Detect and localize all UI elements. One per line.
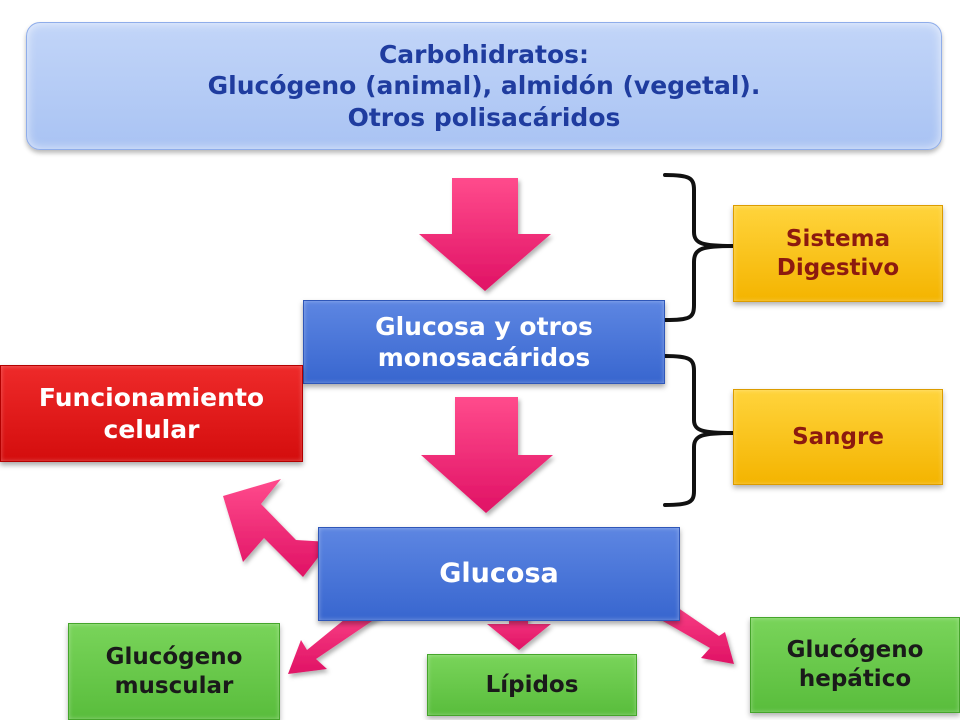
glucogeno-hepatico-box: Glucógeno hepático xyxy=(750,617,960,713)
funcionamiento-line2: celular xyxy=(103,414,200,444)
glucogeno-hepatico-line1: Glucógeno xyxy=(786,637,924,664)
funcionamiento-line1: Funcionamiento xyxy=(38,383,265,413)
arrow-to-funcionamiento xyxy=(223,479,330,577)
glucosa-label: Glucosa xyxy=(439,558,559,590)
carbohidratos-title: Carbohidratos: xyxy=(378,40,590,70)
sistema-digestivo-line2: Digestivo xyxy=(776,254,900,281)
sangre-box: Sangre xyxy=(733,389,943,485)
bracket-sistema-digestivo xyxy=(663,173,735,322)
sistema-digestivo-box: Sistema Digestivo xyxy=(733,205,943,302)
glucosa-monosacaridos-box: Glucosa y otros monosacáridos xyxy=(303,300,665,384)
lipidos-label: Lípidos xyxy=(485,671,579,698)
glucosa-box: Glucosa xyxy=(318,527,680,621)
glucogeno-muscular-line2: muscular xyxy=(114,672,234,699)
lipidos-box: Lípidos xyxy=(427,654,637,716)
carbohidratos-other: Otros polisacáridos xyxy=(347,102,621,132)
sistema-digestivo-line1: Sistema xyxy=(785,225,891,252)
bracket-sangre xyxy=(663,354,735,507)
glucosa-monosacaridos-line1: Glucosa y otros xyxy=(375,311,593,341)
sangre-label: Sangre xyxy=(792,423,884,450)
glucogeno-muscular-line1: Glucógeno xyxy=(105,643,243,670)
arrow-to-lipidos xyxy=(487,600,551,650)
down-arrow-1 xyxy=(419,178,551,291)
funcionamiento-celular-box: Funcionamiento celular xyxy=(0,365,303,462)
carbohidratos-box: Carbohidratos: Glucógeno (animal), almid… xyxy=(26,22,942,150)
carbohidratos-examples: Glucógeno (animal), almidón (vegetal). xyxy=(207,71,761,101)
glucogeno-muscular-box: Glucógeno muscular xyxy=(68,623,280,720)
glucogeno-hepatico-line2: hepático xyxy=(798,666,912,692)
down-arrow-2 xyxy=(421,397,553,513)
glucosa-monosacaridos-line2: monosacáridos xyxy=(377,343,591,372)
